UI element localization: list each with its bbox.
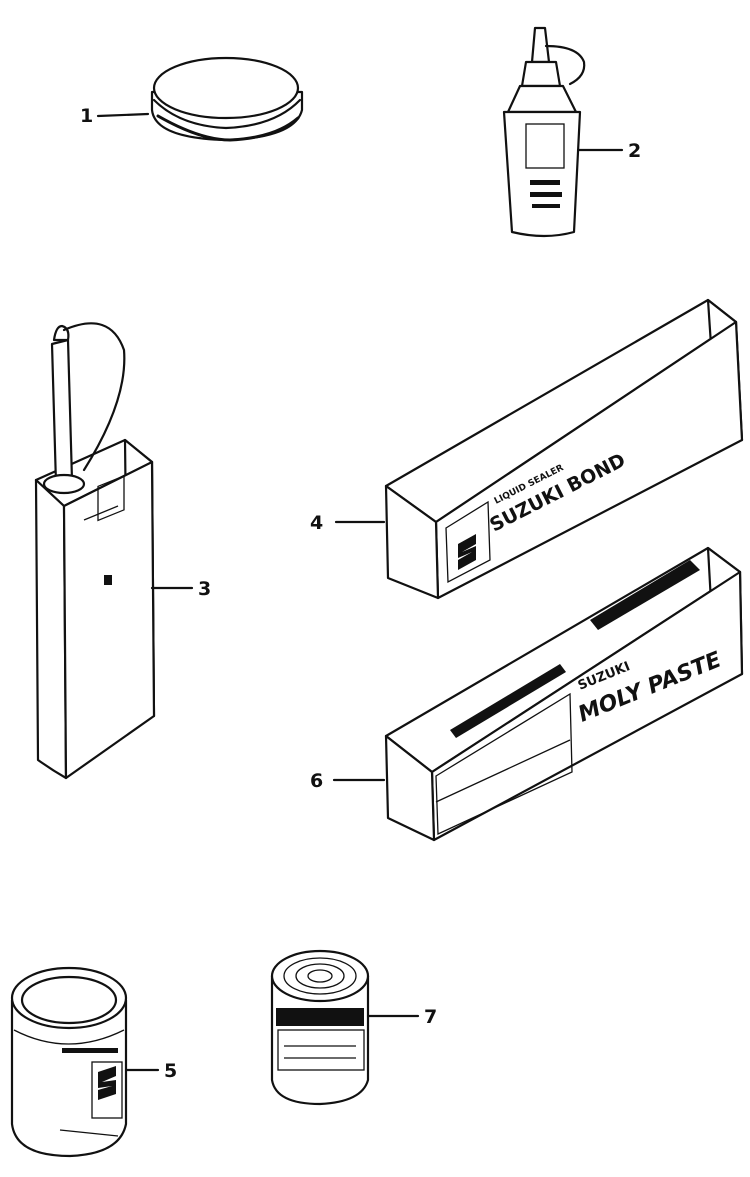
part-5-small-can: 5 (10, 966, 177, 1158)
callout-7: 7 (424, 1006, 437, 1028)
callout-6: 6 (310, 770, 323, 792)
callout-1: 1 (80, 105, 93, 127)
callout-3: 3 (198, 578, 211, 600)
part-3-bond-can: 3 (34, 322, 211, 780)
part-2-oil-bottle: 2 (502, 26, 641, 238)
part-6-paste-box: SUZUKI MOLY PASTE 6 (310, 546, 744, 842)
part-7-thread-can: 7 (270, 949, 437, 1106)
part-4-bond-box: SUZUKI BOND LIQUID SEALER 4 (310, 298, 744, 600)
callout-2: 2 (628, 140, 641, 162)
callout-4: 4 (310, 512, 323, 534)
part-1-grease-tin: 1 (80, 56, 304, 142)
callout-5: 5 (164, 1060, 177, 1082)
